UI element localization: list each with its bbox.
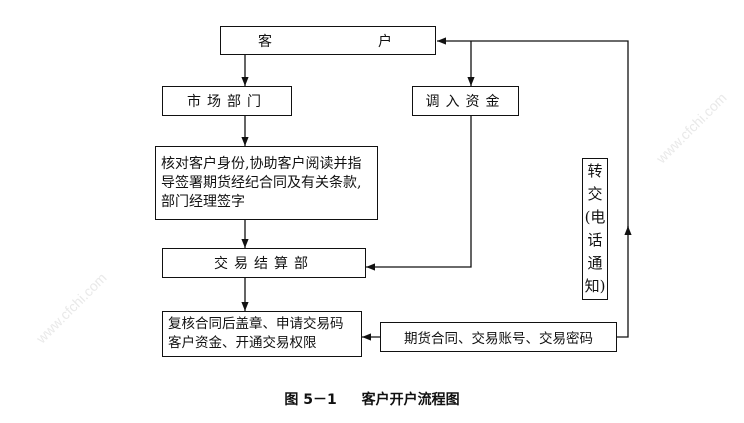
figure-caption: 图 5－1 客户开户流程图 <box>0 389 744 409</box>
node-verify: 核对客户身份,协助客户阅读并指导签署期货经纪合同及有关条款,部门经理签字 <box>155 146 378 220</box>
caption-number: 图 5－1 <box>284 392 337 408</box>
node-settlement: 交易结算部 <box>162 248 366 278</box>
node-customer: 客 户 <box>220 26 436 55</box>
node-docs: 期货合同、交易账号、交易密码 <box>380 322 617 352</box>
arrow-funds-to-settlement <box>366 116 472 271</box>
node-funds-in: 调入资金 <box>412 86 519 116</box>
node-review: 复核合同后盖章、申请交易码客户资金、开通交易权限 <box>162 311 362 357</box>
arrow-docs-to-customer <box>437 37 629 338</box>
node-marketing: 市场部门 <box>162 86 292 116</box>
caption-title: 客户开户流程图 <box>361 392 460 408</box>
node-forward: 转交(电话通知) <box>582 158 608 300</box>
